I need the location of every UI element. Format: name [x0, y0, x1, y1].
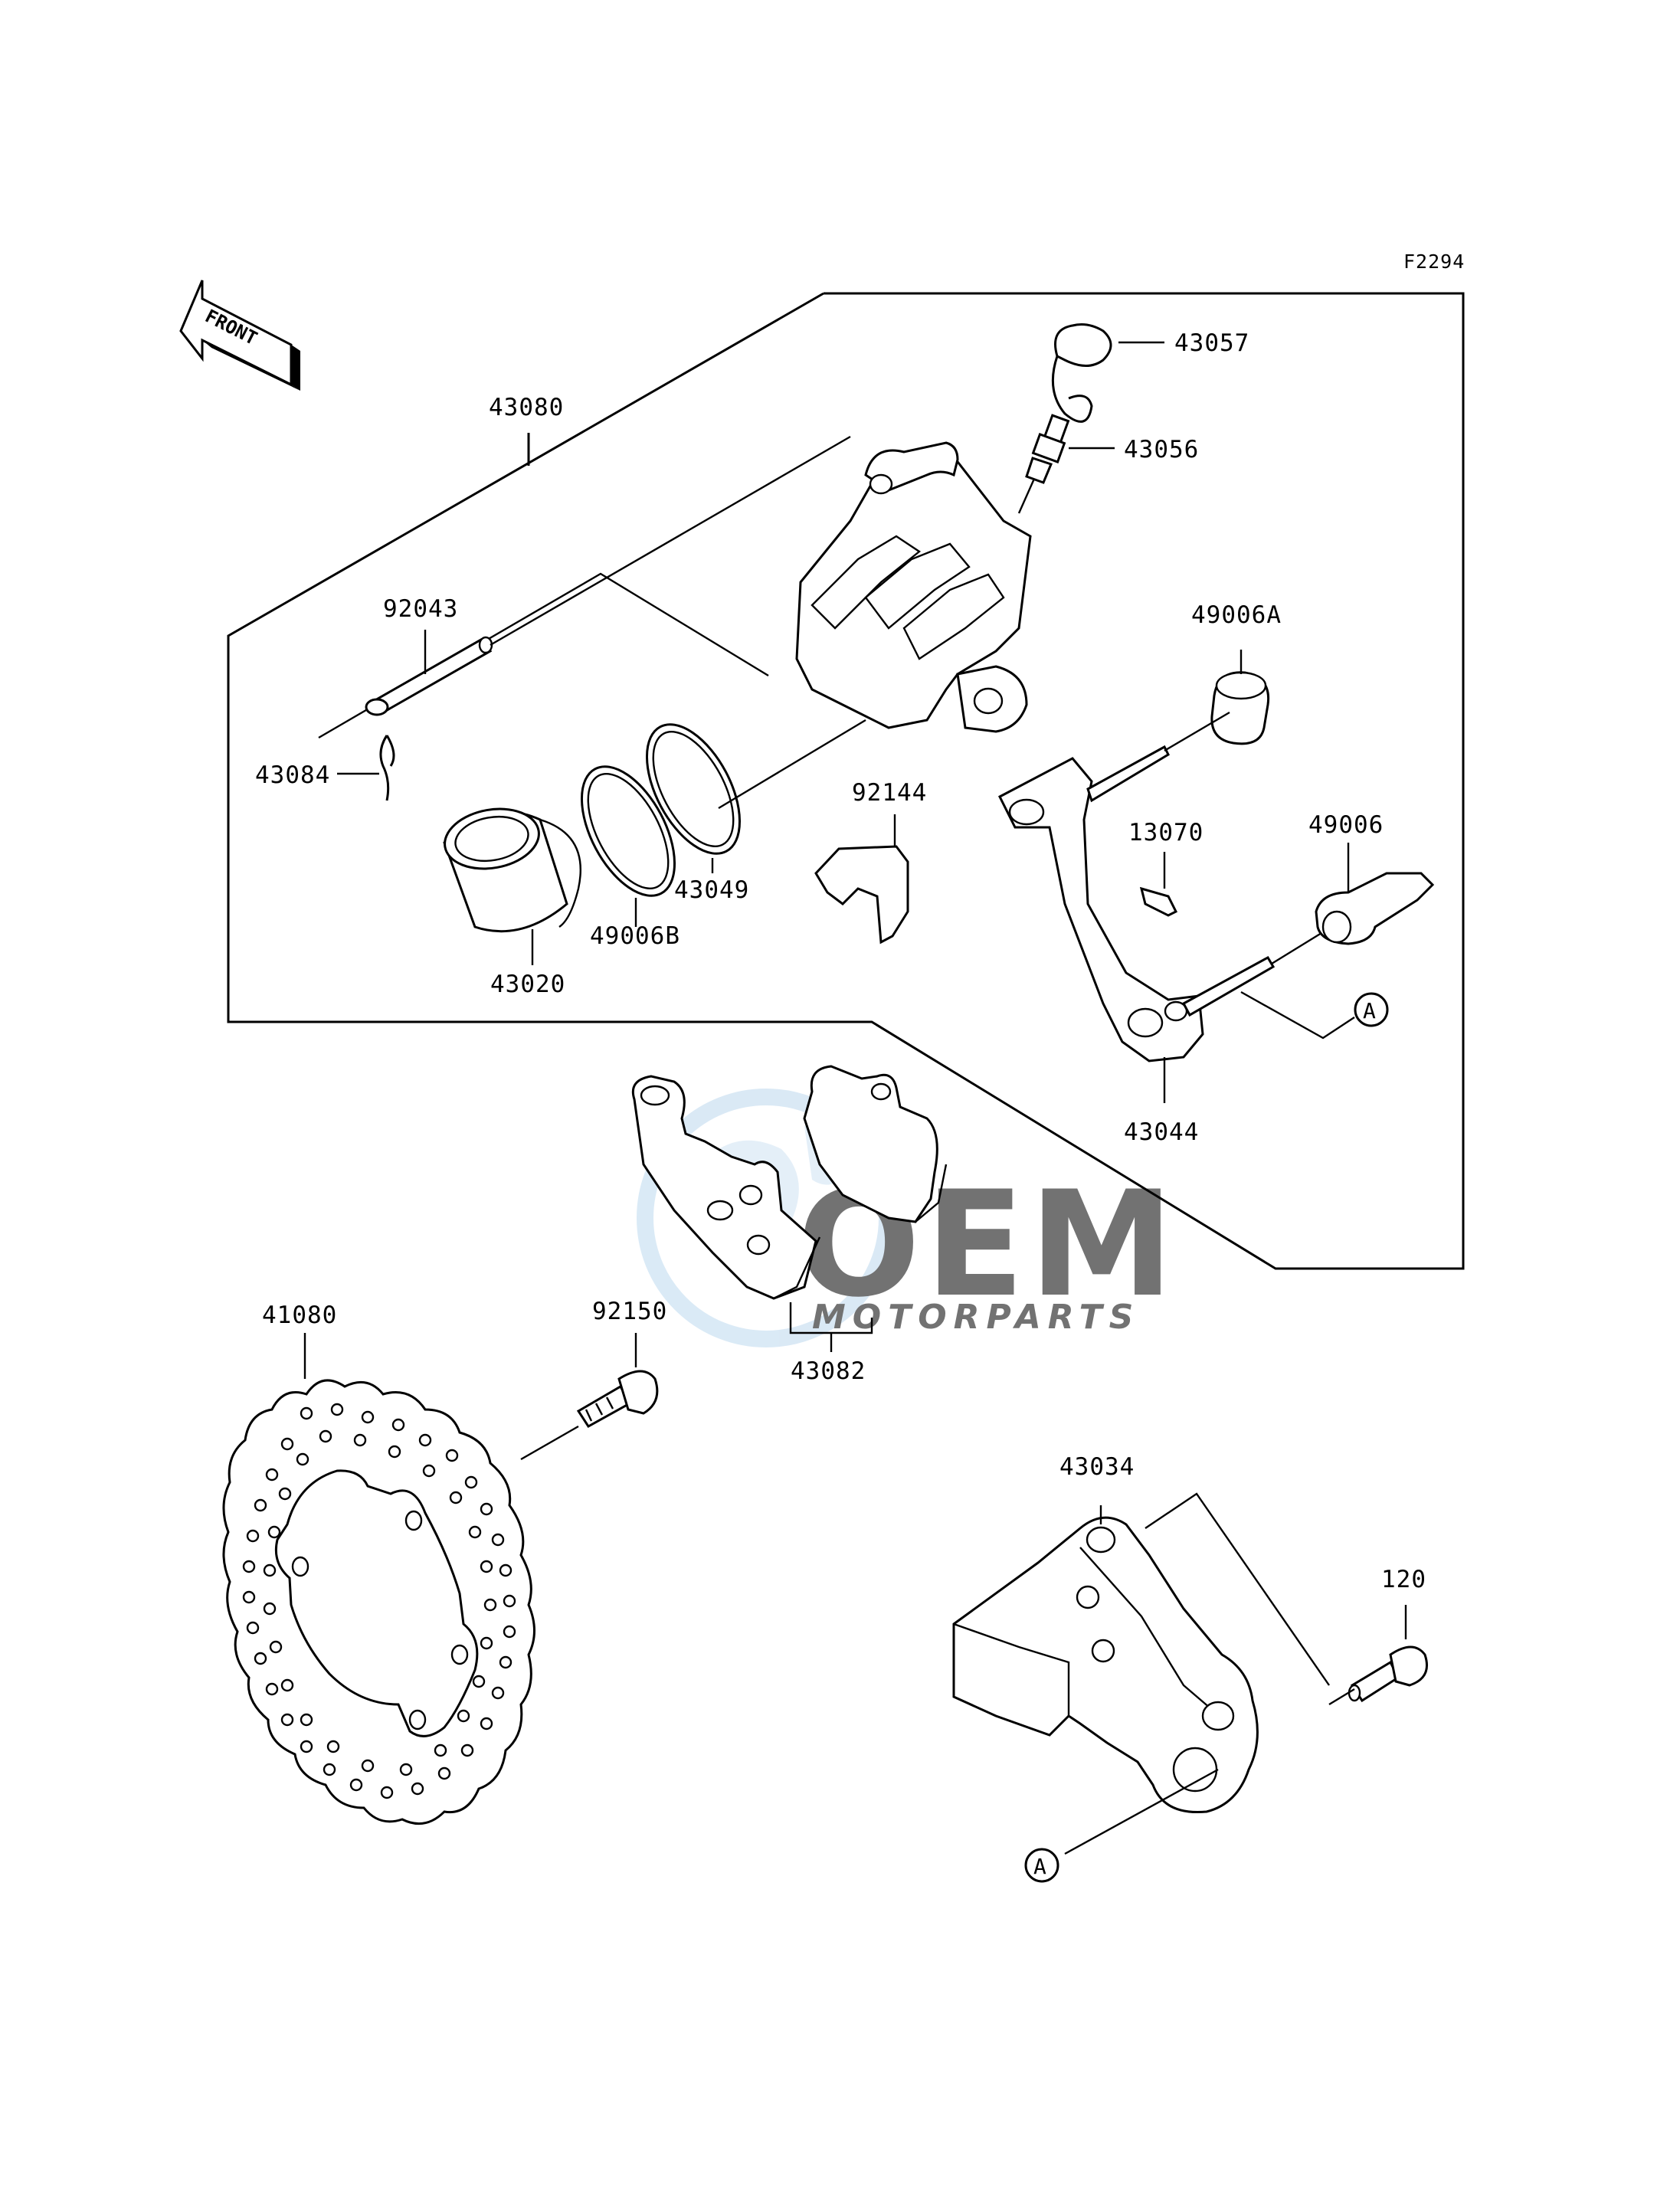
boot-a-part	[1210, 650, 1270, 745]
reference-code: F2294	[1403, 250, 1465, 273]
disc-bolt-part	[520, 1333, 659, 1461]
part-label-49006B: 49006B	[590, 922, 680, 950]
callout-a-label-upper: A	[1363, 998, 1376, 1023]
small-clip-part	[1139, 852, 1178, 917]
torque-arm-part	[998, 711, 1276, 1103]
part-label-49006: 49006	[1308, 811, 1384, 839]
part-label-13070: 13070	[1128, 819, 1204, 846]
part-label-43044: 43044	[1124, 1118, 1199, 1146]
disc-vent-holes	[242, 1403, 516, 1799]
bracket-bolt-part	[1328, 1605, 1428, 1706]
front-arrow-icon: FRONT	[179, 280, 300, 391]
part-label-43049: 43049	[674, 876, 749, 904]
part-label-49006A: 49006A	[1191, 601, 1282, 629]
boot-part	[1271, 843, 1435, 965]
part-label-43056: 43056	[1124, 436, 1199, 463]
brake-pad-right-part	[803, 1065, 948, 1223]
pad-spring-part	[814, 814, 909, 945]
part-label-120: 120	[1381, 1566, 1426, 1593]
bleeder-valve-part	[1017, 414, 1115, 514]
part-label-43084: 43084	[255, 761, 330, 789]
dust-seal-part	[645, 719, 866, 873]
retaining-clip-part	[337, 735, 395, 801]
part-label-43080: 43080	[489, 394, 564, 421]
part-label-43020: 43020	[490, 971, 565, 998]
bleeder-cap-part	[1051, 323, 1164, 423]
part-label-43034: 43034	[1059, 1453, 1135, 1481]
part-label-43082: 43082	[791, 1357, 866, 1385]
caliper-assembly-outline	[227, 292, 1465, 1270]
part-label-92144: 92144	[852, 779, 927, 807]
caliper-pin-part	[365, 435, 851, 716]
watermark-subtitle: MOTORPARTS	[812, 1298, 1140, 1337]
caliper-piston-part	[443, 807, 581, 965]
caliper-body-part	[795, 441, 1032, 733]
callout-a-label-lower: A	[1033, 1854, 1046, 1879]
callout-a-upper: A	[1240, 990, 1389, 1040]
part-label-43057: 43057	[1174, 329, 1249, 357]
part-label-41080: 41080	[262, 1302, 337, 1329]
callout-a-lower: A	[1024, 1768, 1219, 1883]
piston-seal-part	[580, 765, 676, 927]
caliper-bracket-part	[952, 1492, 1330, 1814]
part-label-92043: 92043	[383, 595, 458, 623]
part-label-92150: 92150	[592, 1298, 667, 1325]
brake-disc-part	[222, 1333, 535, 1825]
brake-pad-left-part	[631, 1075, 821, 1300]
